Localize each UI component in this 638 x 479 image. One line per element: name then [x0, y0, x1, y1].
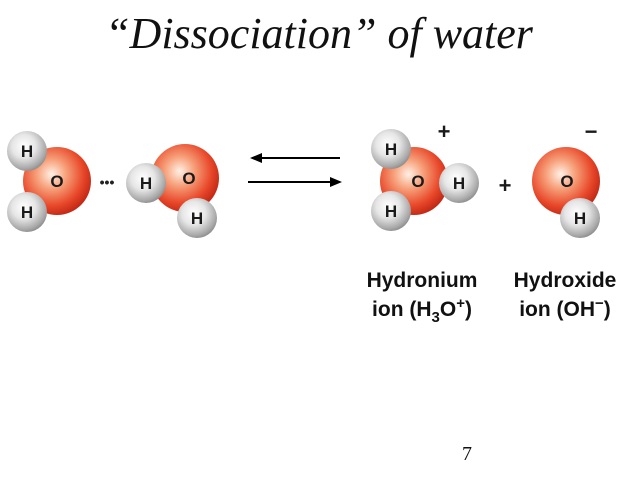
hydrogen-label: H [385, 140, 397, 159]
reverse-arrow [250, 153, 340, 163]
hydrogen-atom [560, 198, 600, 238]
slide-title: “Dissociation” of water [105, 9, 533, 58]
hydroxide-formula-prefix: ion (OH [519, 298, 595, 321]
page-number: 7 [462, 443, 472, 465]
hydronium-formula-superscript: + [456, 295, 465, 312]
hydrogen-label: H [574, 209, 586, 228]
hydronium-caption: Hydronium ion (H3O+) [367, 269, 478, 326]
hydroxide-formula-suffix: ) [604, 298, 611, 321]
equilibrium-arrows [248, 153, 342, 187]
hydronium-name: Hydronium [367, 269, 478, 292]
hydrogen-label: H [453, 174, 465, 193]
oxygen-atom [532, 147, 600, 215]
hydrogen-atom [177, 198, 217, 238]
oxygen-label: O [411, 172, 424, 191]
oxygen-atom [151, 144, 219, 212]
hydroxide-caption: Hydroxide ion (OH−) [514, 269, 617, 321]
hydrogen-bond-dots: ••• [100, 174, 115, 190]
oxygen-label: O [560, 172, 573, 191]
hydronium-formula-oxygen: O [440, 298, 456, 321]
plus-sign: + [499, 173, 512, 198]
hydroxide-ion: O H − [532, 119, 600, 238]
hydrogen-atom [7, 131, 47, 171]
hydronium-caption-line2: ion (H3O+) [372, 295, 472, 326]
oxygen-label: O [50, 172, 63, 191]
hydronium-formula-suffix: ) [465, 298, 472, 321]
oxygen-label: O [182, 169, 195, 188]
hydrogen-atom [371, 191, 411, 231]
hydronium-charge: + [438, 119, 451, 144]
forward-arrow [248, 177, 342, 187]
water-molecule-1: O H H [7, 131, 91, 232]
hydroxide-charge: − [585, 119, 598, 144]
hydrogen-atom [371, 129, 411, 169]
hydronium-ion: O H H H + [371, 119, 479, 231]
hydrogen-atom [7, 192, 47, 232]
hydronium-formula-prefix: ion (H [372, 298, 431, 321]
hydroxide-formula-superscript: − [595, 295, 604, 312]
water-molecule-2: O H H [126, 144, 219, 238]
hydroxide-caption-line2: ion (OH−) [519, 295, 611, 321]
hydrogen-label: H [385, 202, 397, 221]
hydronium-formula-subscript: 3 [432, 309, 440, 326]
hydrogen-label: H [21, 142, 33, 161]
hydrogen-label: H [140, 174, 152, 193]
hydrogen-label: H [191, 209, 203, 228]
hydroxide-caption-line1: Hydroxide [514, 269, 617, 292]
hydronium-caption-line1: Hydronium [367, 269, 478, 292]
hydroxide-name: Hydroxide [514, 269, 617, 292]
hydrogen-atom [126, 163, 166, 203]
hydrogen-atom [439, 163, 479, 203]
hydrogen-label: H [21, 203, 33, 222]
